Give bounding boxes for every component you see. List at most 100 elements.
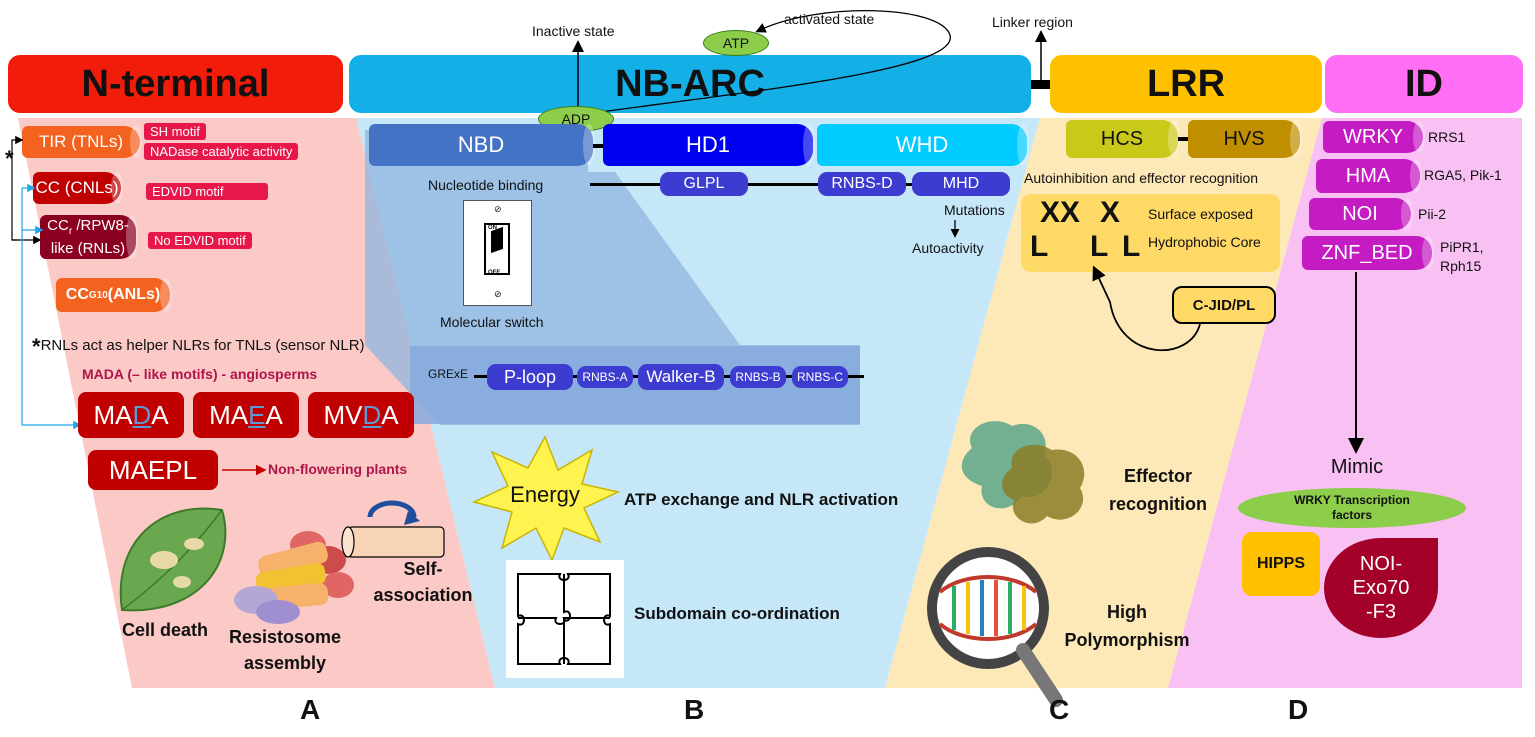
noi-domain: NOI <box>1309 198 1413 230</box>
leaf-illustration <box>119 507 227 612</box>
maepl-motif: MAEPL <box>88 450 218 490</box>
magnifier-dna-icon <box>927 547 1063 707</box>
linker-region-label: Linker region <box>992 14 1073 30</box>
lrr-l-2: L <box>1090 230 1109 263</box>
panel-letter-b: B <box>684 694 705 725</box>
molecular-switch-icon: ⊘ ON OFF ⊘ <box>463 200 532 306</box>
autoactivity-label: Autoactivity <box>912 240 984 256</box>
hvs-domain: HVS <box>1188 120 1302 158</box>
ccr-line-2: like (RNLs) <box>50 240 126 257</box>
cell-death-label: Cell death <box>122 620 209 640</box>
resistosome-illustration <box>234 531 354 624</box>
self-association-label: Self-association <box>373 559 473 605</box>
surface-exposed-label: Surface exposed <box>1148 206 1254 222</box>
c-jid-box: C-JID/PL <box>1172 286 1276 324</box>
autoinhibition-label: Autoinhibition and effector recognition <box>1024 170 1259 186</box>
nbd-domain: NBD <box>369 124 595 166</box>
nadase-tag: NADase catalytic activity <box>144 143 299 160</box>
motif-line-upper <box>590 183 1010 186</box>
energy-label: Energy <box>510 482 580 507</box>
nbd-hd1-link <box>593 144 603 148</box>
c-jid-arrow <box>1092 265 1201 352</box>
puzzle-icon <box>506 560 624 678</box>
rnbs-d-segment: RNBS-D <box>818 172 906 196</box>
cc-domain: CC (CNLs) <box>33 172 123 204</box>
effector-illustration <box>961 421 1085 524</box>
molecular-switch-label: Molecular switch <box>440 314 544 330</box>
edvid-tag: EDVID motif <box>146 183 268 200</box>
panel-letter-a: A <box>300 694 321 725</box>
whd-domain: WHD <box>817 124 1029 166</box>
hcs-domain: HCS <box>1066 120 1180 158</box>
subdomain-label: Subdomain co-ordination <box>634 604 840 623</box>
nucleotide-binding-label: Nucleotide binding <box>428 177 544 193</box>
rnbs-b-segment: RNBS-B <box>730 366 786 388</box>
pipr1-label: PiPR1,Rph15 <box>1440 239 1484 274</box>
lrr-header: LRR <box>1050 55 1322 113</box>
switch-off-label: OFF <box>488 270 500 276</box>
lrr-x: X <box>1100 196 1121 229</box>
motif-band <box>410 346 860 424</box>
id-header: ID <box>1325 55 1523 113</box>
hd1-domain: HD1 <box>603 124 815 166</box>
noi-exo70-shape: NOI-Exo70-F3 <box>1324 538 1438 638</box>
lrr-motif-box <box>1021 194 1280 272</box>
n-terminal-header: N-terminal <box>8 55 343 113</box>
ccr-line-1: CCr /RPW8- <box>47 217 129 237</box>
hcs-hvs-link <box>1178 137 1188 141</box>
p-loop-segment: P-loop <box>487 364 573 390</box>
glpl-segment: GLPL <box>660 172 748 196</box>
ccr-domain: CCr /RPW8- like (RNLs) <box>40 215 138 259</box>
tir-domain: TIR (TNLs) <box>22 126 142 158</box>
grexe-label: GRExE <box>428 367 469 381</box>
activated-state-label: activated state <box>784 11 875 27</box>
hma-domain: HMA <box>1316 159 1422 193</box>
sh-motif-tag: SH motif <box>144 123 206 140</box>
hipps-box: HIPPS <box>1242 532 1320 596</box>
panel-a-connectors <box>11 135 82 430</box>
walker-b-segment: Walker-B <box>638 364 724 390</box>
maepl-arrow <box>222 464 267 476</box>
mutations-label: Mutations <box>944 202 1005 218</box>
switch-on-label: ON <box>488 225 497 231</box>
mimic-arrow <box>1348 272 1364 454</box>
linker-bar <box>1031 80 1051 89</box>
znf-bed-domain: ZNF_BED <box>1302 236 1434 270</box>
mimic-label: Mimic <box>1330 456 1384 478</box>
nb-arc-header: NB-ARC <box>349 55 1031 113</box>
rnbs-c-segment: RNBS-C <box>792 366 848 388</box>
rnbs-a-segment: RNBS-A <box>577 366 633 388</box>
lrr-xx: XX <box>1040 196 1081 229</box>
asterisk-mark: * <box>5 146 14 171</box>
mhd-segment: MHD <box>912 172 1010 196</box>
no-edvid-tag: No EDVID motif <box>148 232 252 249</box>
mada-title: MADA (– like motifs) - angiosperms <box>82 366 318 382</box>
rrs1-label: RRS1 <box>1428 129 1466 145</box>
atp-exchange-label: ATP exchange and NLR activation <box>624 490 899 509</box>
activation-cycle-arrow <box>577 9 951 116</box>
self-association-illustration <box>341 500 445 558</box>
inactive-state-label: Inactive state <box>532 23 615 39</box>
rnl-note: *RNLs act as helper NLRs for TNLs (senso… <box>32 334 365 359</box>
rga5-label: RGA5, Pik-1 <box>1424 167 1502 183</box>
panel-letter-c: C <box>1049 694 1070 725</box>
wrky-domain: WRKY <box>1323 121 1425 153</box>
mutations-arrow <box>950 220 960 238</box>
lrr-l-1: L <box>1030 230 1049 263</box>
hydrophobic-core-label: Hydrophobic Core <box>1148 234 1261 250</box>
lrr-l-3: L <box>1122 230 1141 263</box>
atp-oval: ATP <box>703 30 769 56</box>
top-arrows <box>572 9 1047 116</box>
non-flowering-label: Non-flowering plants <box>268 461 408 477</box>
panel-letter-d: D <box>1288 694 1309 725</box>
pii2-label: Pii-2 <box>1418 206 1447 222</box>
